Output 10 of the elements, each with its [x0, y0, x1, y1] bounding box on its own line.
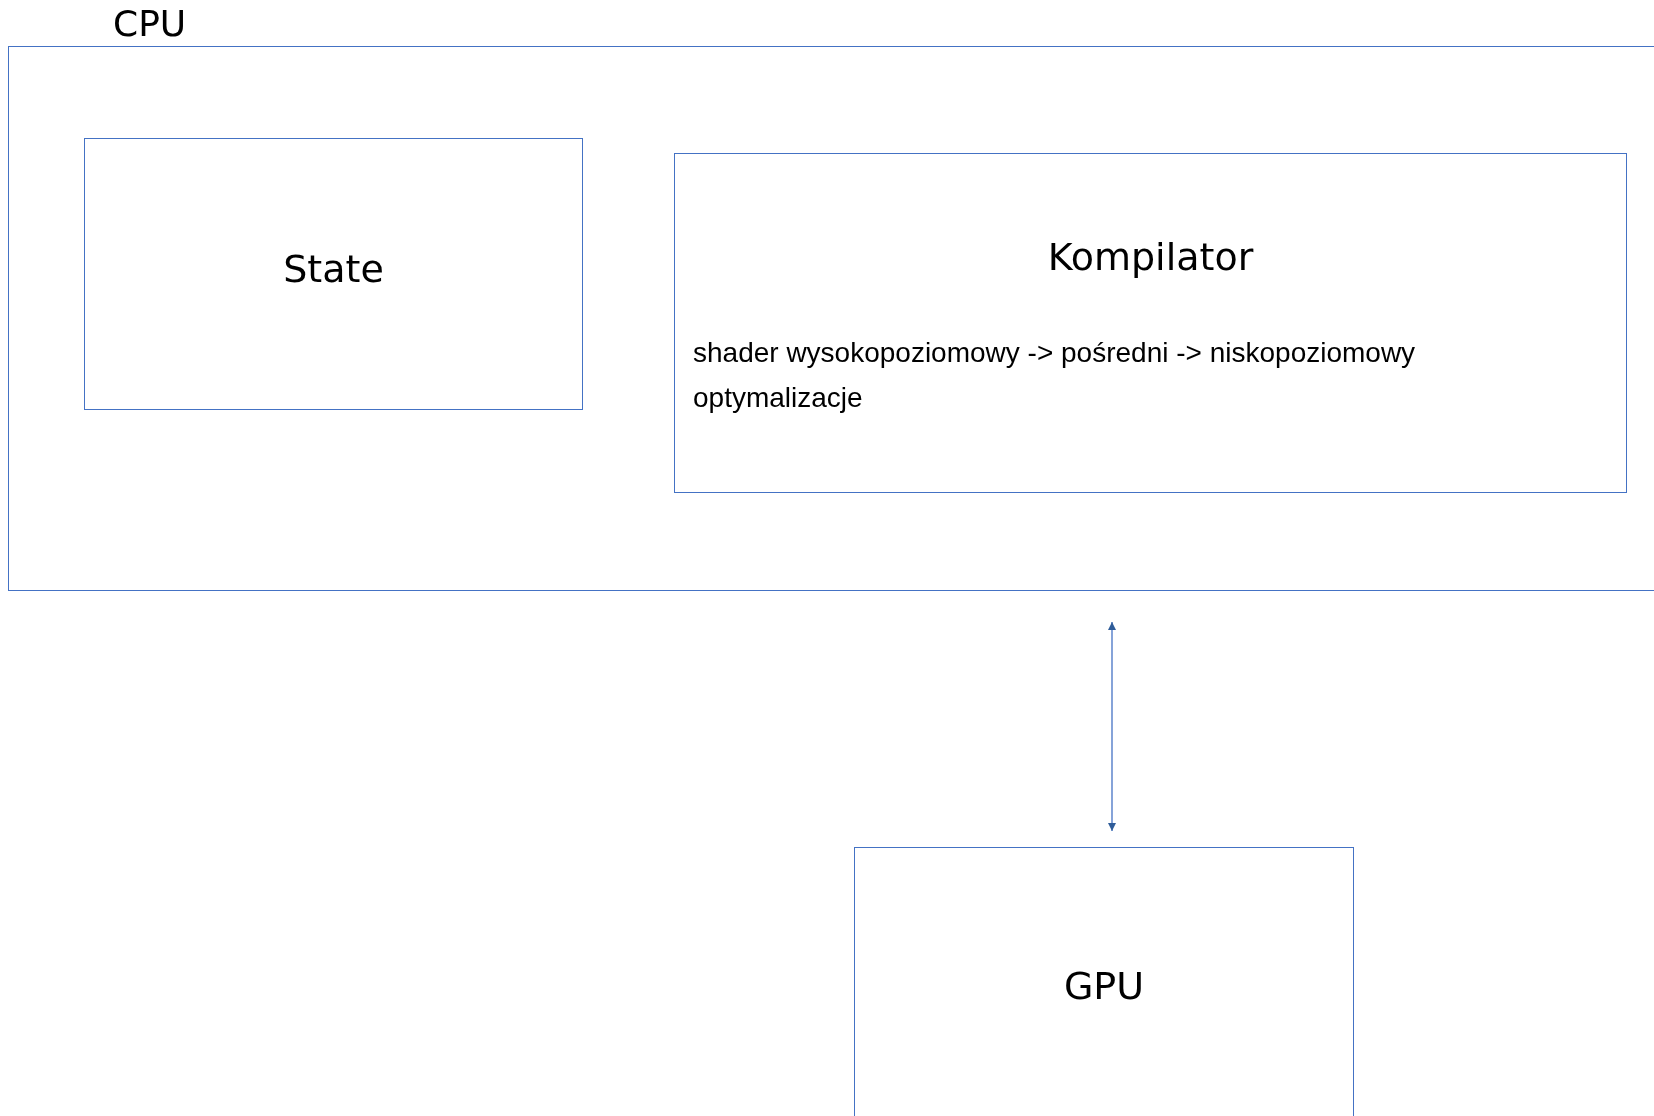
box-text: optymalizacje [693, 382, 863, 414]
container-box [674, 153, 1627, 493]
box-title: Kompilator [1046, 235, 1255, 279]
box-title: GPU [1062, 964, 1146, 1008]
double-arrow [1108, 621, 1116, 832]
box-title: CPU [113, 3, 187, 44]
box-text: shader wysokopoziomowy -> pośredni -> niskopoziomowy [693, 337, 1416, 369]
box-title: State [282, 247, 385, 291]
container-box [84, 138, 583, 410]
container-box [854, 847, 1354, 1116]
